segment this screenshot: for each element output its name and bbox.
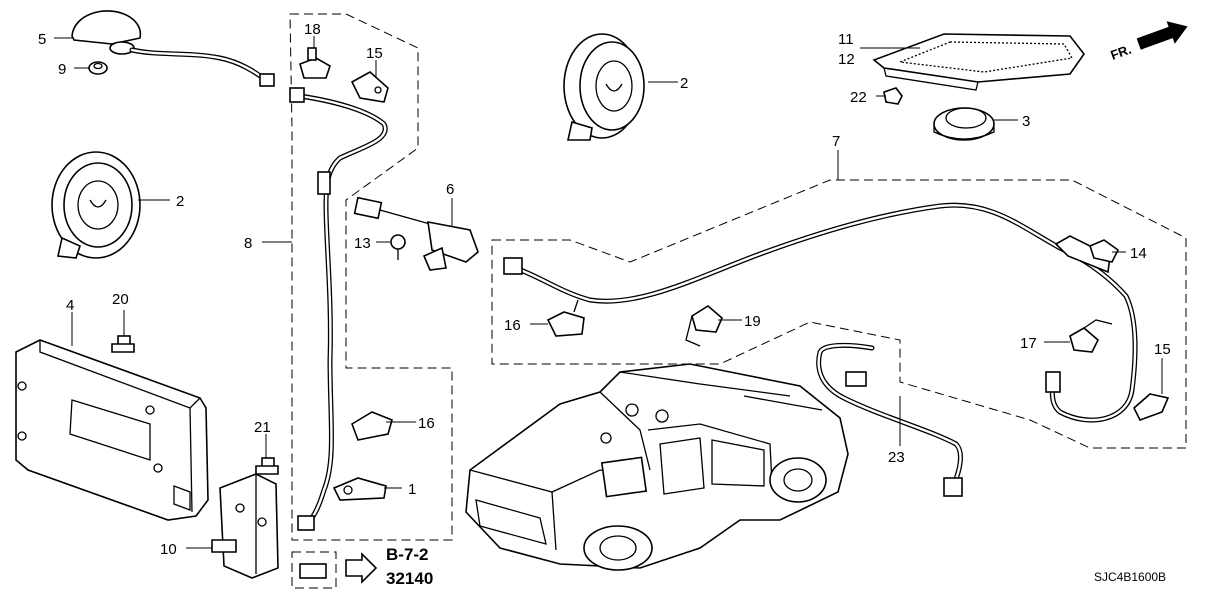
clip-16-right <box>546 299 585 337</box>
clip-16-left <box>351 411 393 441</box>
callout-15-upper: 15 <box>366 45 383 62</box>
group-outline-clip <box>291 551 337 589</box>
callout-19: 19 <box>744 313 761 330</box>
roof-antenna <box>71 10 275 87</box>
audio-amplifier <box>15 339 209 521</box>
clip-22 <box>883 87 903 105</box>
clip-19 <box>685 305 723 347</box>
tweeter <box>933 107 995 141</box>
callout-2-right: 2 <box>680 75 688 92</box>
front-direction-label: FR. <box>1108 42 1133 63</box>
bolt-20 <box>111 335 135 353</box>
door-speaker-right <box>563 33 645 141</box>
callout-10: 10 <box>160 541 177 558</box>
section-reference: B-7-2 32140 <box>299 545 433 588</box>
callout-18: 18 <box>304 21 321 38</box>
reference-arrow-icon <box>345 552 378 584</box>
group-outline-main-harness <box>491 179 1187 449</box>
callout-21: 21 <box>254 419 271 436</box>
callout-7: 7 <box>832 133 840 150</box>
antenna-amp-connector <box>353 196 479 271</box>
callout-15-lower: 15 <box>1154 341 1171 358</box>
callout-5: 5 <box>38 31 46 48</box>
sub-harness <box>816 342 963 497</box>
callout-1: 1 <box>408 481 416 498</box>
clamp-1 <box>332 477 387 501</box>
part-number-label: 32140 <box>386 569 433 588</box>
callout-9: 9 <box>58 61 66 78</box>
callout-3: 3 <box>1022 113 1030 130</box>
group-outline-left-harness <box>289 13 453 541</box>
screw-13 <box>390 234 406 260</box>
clip-15-upper <box>350 71 389 103</box>
callout-20: 20 <box>112 291 129 308</box>
callout-11: 11 <box>838 31 854 48</box>
antenna-nut <box>88 61 108 75</box>
clip-17 <box>1069 319 1113 353</box>
callouts: 5 9 2 4 20 21 10 8 18 15 6 13 16 1 2 11 … <box>38 21 1171 558</box>
speaker-grille <box>872 33 1085 91</box>
callout-16-right: 16 <box>504 317 521 334</box>
leader-lines <box>54 36 1163 549</box>
clip-18 <box>299 47 331 79</box>
vehicle-illustration <box>465 363 849 571</box>
callout-8: 8 <box>244 235 252 252</box>
callout-13: 13 <box>354 235 371 252</box>
door-speaker-left <box>51 151 141 259</box>
section-reference-label: B-7-2 <box>386 545 429 564</box>
callout-2-left: 2 <box>176 193 184 210</box>
antenna-feeder-harness <box>289 87 388 531</box>
callout-16-left: 16 <box>418 415 435 432</box>
roof-harness <box>503 202 1138 423</box>
clip-14 <box>1089 239 1120 263</box>
callout-6: 6 <box>446 181 454 198</box>
callout-23: 23 <box>888 449 905 466</box>
clip-15-lower <box>1133 393 1170 421</box>
callout-4: 4 <box>66 297 74 314</box>
callout-12: 12 <box>838 51 855 68</box>
diagram-code: SJC4B1600B <box>1094 570 1166 584</box>
bolt-21 <box>255 457 279 475</box>
front-direction-marker: FR. <box>1108 21 1188 63</box>
callout-22: 22 <box>850 89 867 106</box>
callout-14: 14 <box>1130 245 1147 262</box>
control-unit-bracket <box>211 473 279 579</box>
front-arrow-icon <box>1136 21 1188 50</box>
callout-17: 17 <box>1020 335 1037 352</box>
